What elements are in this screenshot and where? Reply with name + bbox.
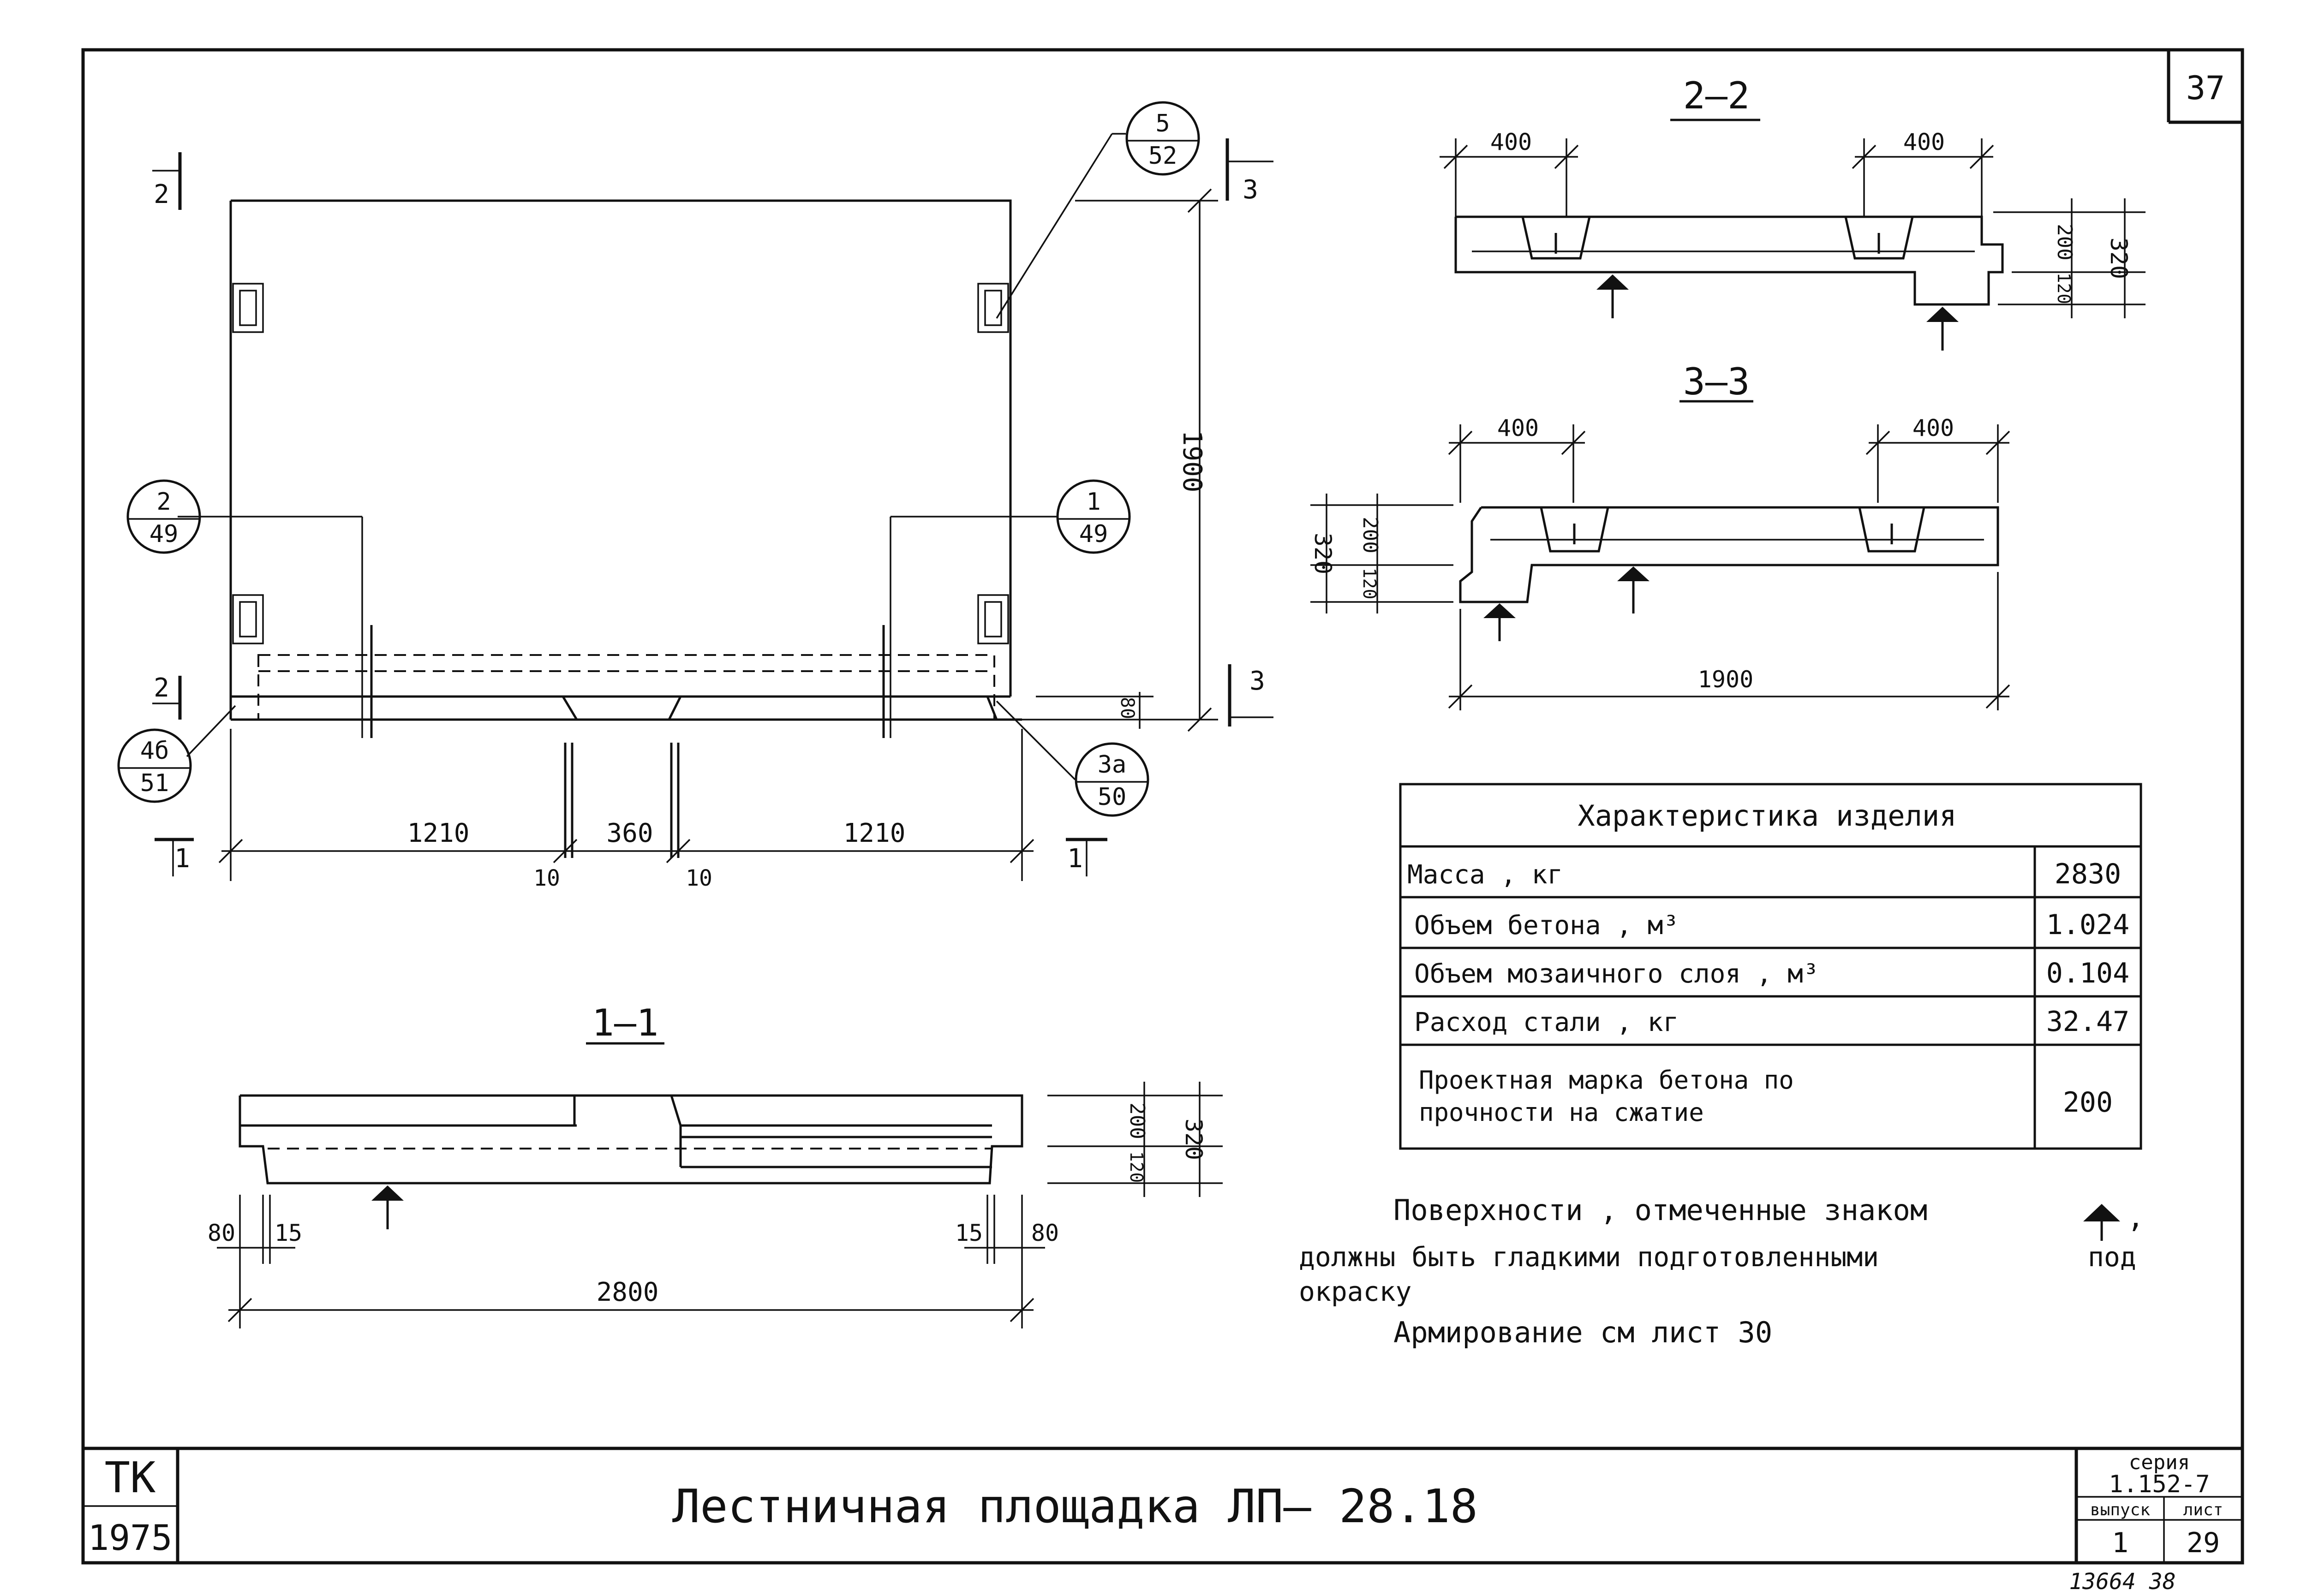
svg-text:1: 1 (1086, 488, 1100, 516)
callout-5-52: 5 52 (1125, 101, 1200, 176)
svg-text:80: 80 (208, 1220, 235, 1246)
note-arrow-icon (2083, 1204, 2120, 1221)
note-line-2-end: под (2088, 1241, 2136, 1273)
note-line-3: окраску (1299, 1276, 1411, 1307)
svg-text:4б: 4б (140, 737, 169, 765)
svg-text:15: 15 (275, 1220, 302, 1246)
note-line-2: должны быть гладкими подготовленными (1299, 1241, 1879, 1273)
issue-value: 1 (2112, 1527, 2128, 1559)
callout-2-49: 2 49 (126, 479, 201, 554)
svg-text:1—1: 1—1 (592, 1001, 659, 1044)
svg-text:400: 400 (1490, 129, 1532, 155)
svg-text:320: 320 (1309, 533, 1336, 574)
svg-text:1900: 1900 (1698, 666, 1753, 693)
svg-text:10: 10 (686, 865, 712, 891)
drawing-title: Лестничная площадка ЛП– 28.18 (672, 1479, 1478, 1533)
svg-text:200: 200 (2053, 224, 2076, 260)
svg-text:120: 120 (1126, 1151, 1147, 1183)
notes: Поверхности , отмеченные знаком , должны… (1299, 1193, 2144, 1349)
svg-text:1: 1 (174, 844, 190, 874)
svg-text:360: 360 (606, 818, 653, 848)
characteristics-table: Характеристика изделия Масса , кг 2830 О… (1399, 783, 2142, 1150)
svg-text:51: 51 (140, 769, 169, 797)
svg-text:320: 320 (1180, 1119, 1207, 1160)
svg-text:15: 15 (955, 1220, 983, 1246)
svg-text:50: 50 (1098, 783, 1127, 811)
row-mass-label: Масса , кг (1407, 860, 1563, 890)
note-line-1: Поверхности , отмеченные знаком (1393, 1193, 1927, 1227)
row-mosaic-value: 0.104 (2046, 957, 2130, 989)
cut-mark-3-top: 3 (1225, 138, 1273, 205)
year: 1975 (88, 1517, 172, 1558)
row-grade-label-2: прочности на сжатие (1419, 1098, 1704, 1127)
svg-text:120: 120 (2054, 273, 2074, 304)
cut-mark-1-left: 1 (155, 838, 194, 876)
svg-text:49: 49 (149, 520, 179, 548)
svg-text:2—2: 2—2 (1683, 74, 1750, 117)
callout-1-49: 1 49 (1056, 479, 1131, 554)
svg-text:80: 80 (1031, 1220, 1059, 1246)
svg-text:200: 200 (1125, 1102, 1149, 1139)
sheet-value: 29 (2187, 1527, 2220, 1559)
svg-text:52: 52 (1148, 142, 1177, 170)
svg-text:1900: 1900 (1177, 430, 1207, 493)
row-grade-label: Проектная марка бетона по (1419, 1066, 1794, 1095)
sheet-frame (81, 48, 2244, 1565)
org-code: ТК (105, 1453, 156, 1502)
section-2-2: 2—2 400 400 200 120 320 (1440, 74, 2146, 351)
svg-text:5: 5 (1155, 110, 1170, 137)
callout-4b-51: 4б 51 (117, 728, 192, 803)
note-line-4: Армирование см лист 30 (1393, 1316, 1772, 1349)
row-steel-label: Расход стали , кг (1414, 1007, 1679, 1037)
section-3-3: 3—3 400 400 320 200 120 (1309, 360, 2010, 710)
issue-label: выпуск (2090, 1501, 2150, 1519)
row-concrete-value: 1.024 (2046, 909, 2130, 941)
cut-mark-2-bottom: 2 (152, 673, 182, 720)
cut-mark-3-bottom: 3 (1228, 664, 1273, 727)
row-concrete-label: Объем бетона , м³ (1414, 911, 1679, 941)
svg-text:400: 400 (1913, 415, 1954, 441)
svg-text:,: , (2127, 1200, 2144, 1234)
svg-text:2800: 2800 (597, 1277, 659, 1307)
cut-mark-1-right: 1 (1066, 838, 1107, 876)
row-grade-value: 200 (2063, 1086, 2113, 1119)
svg-text:400: 400 (1497, 415, 1539, 441)
svg-text:3: 3 (1243, 175, 1258, 205)
series-value: 1.152-7 (2109, 1471, 2210, 1498)
svg-text:49: 49 (1079, 520, 1108, 548)
title-block: ТК 1975 Лестничная площадка ЛП– 28.18 се… (83, 1447, 2242, 1563)
callout-3a-50: 3а 50 (1075, 742, 1149, 817)
cut-mark-2-top: 2 (152, 152, 182, 210)
plan-view: 5 52 2 49 1 49 4б 51 3а 50 (117, 101, 1273, 891)
svg-text:1210: 1210 (843, 818, 906, 848)
footer-number: 13664 38 (2069, 1569, 2176, 1595)
section-1-1: 1—1 200 120 320 80 15 15 80 (208, 1001, 1223, 1328)
svg-text:200: 200 (1358, 517, 1382, 553)
svg-text:1: 1 (1067, 844, 1083, 874)
svg-text:320: 320 (2105, 238, 2132, 279)
svg-text:2: 2 (154, 673, 169, 703)
row-mass-value: 2830 (2055, 858, 2122, 890)
svg-text:3а: 3а (1098, 751, 1127, 779)
series-label: серия (2129, 1451, 2190, 1474)
svg-text:80: 80 (1117, 697, 1138, 719)
svg-text:2: 2 (156, 488, 171, 516)
table-title: Характеристика изделия (1578, 799, 1956, 833)
svg-text:2: 2 (154, 179, 169, 209)
row-steel-value: 32.47 (2046, 1006, 2130, 1038)
page-number: 37 (2186, 69, 2225, 107)
svg-text:3—3: 3—3 (1683, 360, 1750, 403)
svg-text:10: 10 (533, 865, 560, 891)
svg-text:3: 3 (1249, 666, 1265, 696)
row-mosaic-label: Объем мозаичного слоя , м³ (1414, 959, 1819, 989)
svg-text:1210: 1210 (407, 818, 470, 848)
svg-text:120: 120 (1359, 568, 1380, 600)
sheet-label: лист (2183, 1501, 2223, 1519)
svg-text:400: 400 (1903, 129, 1945, 155)
